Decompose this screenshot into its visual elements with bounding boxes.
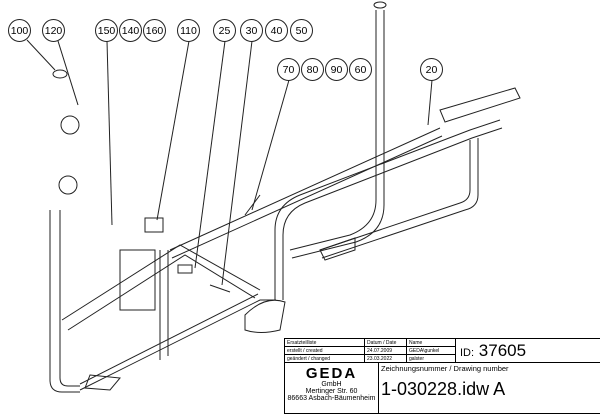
callout-20: 20 (420, 58, 443, 81)
title-block: Ersatzteilliste Datum / Date Name erstel… (284, 338, 600, 414)
created-name: GEDA\gunkel (407, 347, 456, 355)
created-label: erstellt / created (285, 347, 365, 355)
company-suffix: GmbH (321, 381, 342, 388)
geda-logo: GEDA (305, 365, 358, 382)
list-label: Ersatzteilliste (285, 339, 365, 347)
callout-140: 140 (119, 19, 142, 42)
id-cell: ID: 37605 (456, 339, 600, 363)
date-header: Datum / Date (365, 339, 407, 347)
changed-label: geändert / changed (285, 355, 365, 363)
callout-70: 70 (277, 58, 300, 81)
company-cell: GEDA GmbH Mertinger Str. 60 86663 Asbach… (285, 363, 379, 414)
changed-name: galster (407, 355, 456, 363)
created-date: 24.07.2009 (365, 347, 407, 355)
callout-60: 60 (349, 58, 372, 81)
frame-tubes (49, 1, 521, 393)
callout-110: 110 (177, 19, 200, 42)
callout-160: 160 (143, 19, 166, 42)
id-value: 37605 (478, 341, 527, 360)
drawing-number-cell: Zeichnungsnummer / Drawing number 1-0302… (379, 363, 600, 414)
drawing-number-label: Zeichnungsnummer / Drawing number (381, 364, 509, 373)
name-header: Name (407, 339, 456, 347)
callout-90: 90 (325, 58, 348, 81)
drawing-number: 1-030228.idw A (381, 379, 506, 399)
callout-100: 100 (8, 19, 31, 42)
changed-date: 23.03.2022 (365, 355, 407, 363)
callout-50: 50 (290, 19, 313, 42)
callout-120: 120 (42, 19, 65, 42)
leader-lines (26, 39, 433, 286)
company-city: 86663 Asbach-Bäumenheim (287, 395, 376, 402)
id-label: ID: (460, 347, 475, 359)
callout-150: 150 (95, 19, 118, 42)
callout-25: 25 (213, 19, 236, 42)
callout-30: 30 (240, 19, 263, 42)
company-street: Mertinger Str. 60 (305, 388, 358, 395)
callout-40: 40 (265, 19, 288, 42)
callout-80: 80 (301, 58, 324, 81)
